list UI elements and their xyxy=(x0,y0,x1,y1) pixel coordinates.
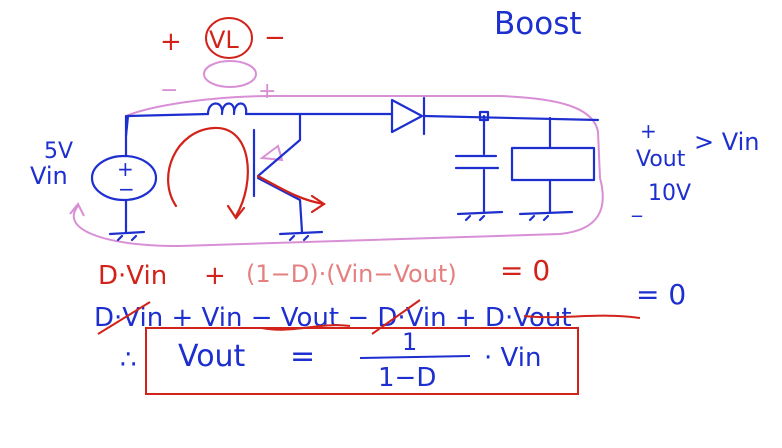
pink-arrow-head xyxy=(69,202,85,217)
pink-minus-sign: − xyxy=(160,78,178,103)
result-equals: = xyxy=(290,339,315,374)
output-plus-sign: + xyxy=(640,119,657,143)
red-branch-arrow-head xyxy=(310,194,326,214)
result-times-vin: · Vin xyxy=(484,343,541,373)
pink-transistor-arrow xyxy=(259,144,284,162)
top-wire-right xyxy=(422,114,600,122)
source-plus-sign: + xyxy=(117,157,134,181)
pink-current-marks: − + xyxy=(69,60,604,248)
red-branch-to-output xyxy=(256,174,326,206)
load-resistor xyxy=(510,146,596,182)
inductor-minus-sign: − xyxy=(264,23,286,53)
output-minus-sign: _ xyxy=(631,193,643,217)
result-box: ∴ Vout = 1 1−D · Vin xyxy=(120,327,579,395)
boost-circuit xyxy=(90,96,600,242)
vl-label: VL xyxy=(209,26,239,54)
output-value-label: 10V xyxy=(648,181,691,206)
result-vout: Vout xyxy=(178,339,246,374)
capacitor-ground xyxy=(456,210,504,222)
inductor-plus-sign: + xyxy=(160,27,182,57)
inductor-coil xyxy=(206,102,248,116)
source-value-label: 5V xyxy=(44,139,73,164)
equation-line-1: D·Vin + (1−D)·(Vin−Vout) = 0 xyxy=(98,254,550,291)
load-ground xyxy=(518,210,574,222)
source-minus-sign: − xyxy=(118,177,135,201)
pink-oval xyxy=(203,60,257,88)
eq1-plus: + xyxy=(204,261,226,291)
red-current-loops xyxy=(167,126,326,220)
output-vout-label: Vout xyxy=(636,147,686,172)
red-loop-arrow-head xyxy=(226,204,246,220)
source-name-label: Vin xyxy=(30,162,68,190)
underline-d-vout xyxy=(523,314,641,319)
eq1-term: (1−D)·(Vin−Vout) xyxy=(246,260,457,288)
result-therefore: ∴ xyxy=(120,345,137,375)
pink-loop xyxy=(72,95,604,248)
result-fraction-bar xyxy=(359,355,471,359)
output-node-dot xyxy=(478,110,490,122)
pink-plus-sign: + xyxy=(258,79,276,104)
eq2-equals-zero: = 0 xyxy=(636,278,686,311)
transistor-collector xyxy=(256,112,302,178)
red-loop-switch-on xyxy=(167,126,249,218)
eq1-d-vin: D·Vin xyxy=(98,261,167,291)
source-ground xyxy=(108,230,146,242)
title-boost: Boost xyxy=(494,6,582,42)
voltage-source-circle xyxy=(90,154,158,202)
cancel-d-vin-first xyxy=(97,301,151,335)
diode-triangle xyxy=(390,98,424,134)
inductor-voltage-label: + VL − xyxy=(160,17,286,59)
eq1-equals-zero: = 0 xyxy=(500,254,550,287)
vl-circle xyxy=(205,17,253,59)
result-numerator: 1 xyxy=(402,328,417,356)
transistor-ground xyxy=(278,230,324,242)
output-relation: > Vin xyxy=(694,128,760,156)
transistor-emitter xyxy=(256,176,304,234)
result-box-frame xyxy=(145,327,579,395)
result-denominator: 1−D xyxy=(378,363,436,393)
